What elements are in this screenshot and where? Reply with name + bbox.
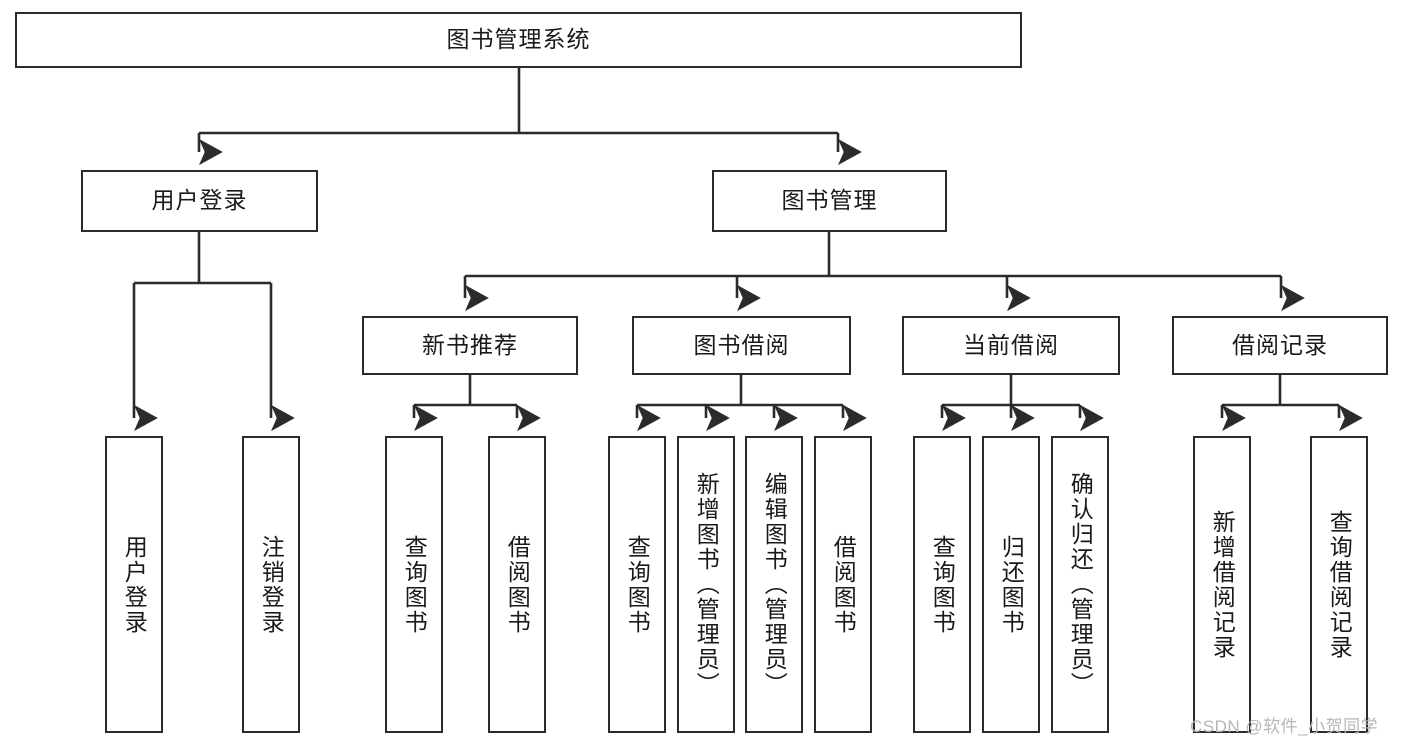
leaf-book-borrow-query[interactable]: 查询图书 — [608, 436, 666, 733]
node-book-management[interactable]: 图书管理 — [712, 170, 947, 232]
node-label: 查询图书 — [929, 534, 956, 635]
leaf-user-login-logout[interactable]: 注销登录 — [242, 436, 300, 733]
leaf-book-borrow-add-admin[interactable]: 新增图书（管理员） — [677, 436, 735, 733]
node-label: 用户登录 — [121, 534, 148, 635]
node-label: 图书管理系统 — [446, 26, 591, 53]
node-label: 新增借阅记录 — [1209, 509, 1236, 660]
node-label: 注销登录 — [258, 534, 285, 635]
node-label: 图书借阅 — [693, 331, 790, 358]
leaf-book-borrow-borrow[interactable]: 借阅图书 — [814, 436, 872, 733]
node-book-borrow[interactable]: 图书借阅 — [632, 316, 851, 375]
leaf-current-borrow-confirm-admin[interactable]: 确认归还（管理员） — [1051, 436, 1109, 733]
leaf-borrow-record-query[interactable]: 查询借阅记录 — [1310, 436, 1368, 733]
node-user-login[interactable]: 用户登录 — [81, 170, 318, 232]
csdn-watermark: CSDN @软件_小贺同学 — [1190, 717, 1379, 736]
node-label: 查询图书 — [401, 534, 428, 635]
leaf-user-login-login[interactable]: 用户登录 — [105, 436, 163, 733]
node-label: 新书推荐 — [422, 331, 518, 358]
node-label: 归还图书 — [998, 534, 1025, 635]
leaf-book-borrow-edit-admin[interactable]: 编辑图书（管理员） — [745, 436, 803, 733]
node-label: 确认归还（管理员） — [1067, 472, 1094, 697]
leaf-current-borrow-query[interactable]: 查询图书 — [913, 436, 971, 733]
leaf-new-book-query[interactable]: 查询图书 — [385, 436, 443, 733]
leaf-new-book-borrow[interactable]: 借阅图书 — [488, 436, 546, 733]
node-label: 借阅图书 — [504, 534, 531, 635]
node-label: 查询借阅记录 — [1326, 509, 1353, 660]
node-label: 借阅图书 — [830, 534, 857, 635]
node-label: 图书管理 — [781, 187, 878, 214]
node-new-book-recommend[interactable]: 新书推荐 — [362, 316, 578, 375]
leaf-borrow-record-add[interactable]: 新增借阅记录 — [1193, 436, 1251, 733]
node-label: 查询图书 — [624, 534, 651, 635]
leaf-current-borrow-return[interactable]: 归还图书 — [982, 436, 1040, 733]
node-label: 用户登录 — [151, 187, 248, 214]
node-label: 新增图书（管理员） — [693, 472, 720, 697]
node-borrow-record[interactable]: 借阅记录 — [1172, 316, 1388, 375]
node-current-borrow[interactable]: 当前借阅 — [902, 316, 1120, 375]
node-label: 编辑图书（管理员） — [761, 472, 788, 697]
node-label: 当前借阅 — [963, 331, 1059, 358]
node-label: 借阅记录 — [1232, 331, 1328, 358]
node-root-library-system[interactable]: 图书管理系统 — [15, 12, 1022, 68]
